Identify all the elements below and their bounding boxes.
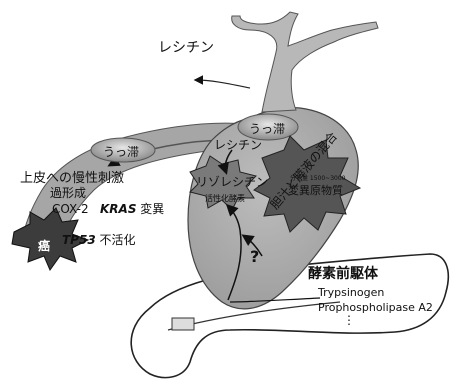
kras-gene: KRAS [100,202,136,216]
prophospholipase-label: Prophospholipase A2 [318,301,433,314]
tp53-label: TP53 不活化 [62,233,136,247]
activated-enzyme-label: 活性化酵素 [205,193,245,203]
lysolecithin-label: リゾレシチン [196,175,268,189]
trypsinogen-label: Trypsinogen [317,286,384,299]
list-ellipsis: ⋮ [343,313,355,327]
upper-flow-arrow [196,80,250,88]
cox2-label: COX-2 [52,202,89,216]
mutagen-label: 変異原物質 [288,183,343,197]
precursor-title: 酵素前駆体 [308,265,379,282]
stasis-right-label: うっ滞 [249,122,285,136]
cancer-label: 癌 [38,238,50,253]
tp53-suffix: 不活化 [96,233,136,247]
kras-label: KRAS 変異 [100,201,164,216]
lecithin-top-label: レシチン [158,40,214,56]
chronic-irritation-label: 上皮への慢性刺激 [20,170,124,186]
tp53-gene: TP53 [62,233,96,247]
lecithin-inner-label: レシチン [214,138,262,152]
stasis-left-label: うっ滞 [103,145,139,159]
kras-suffix: 変異 [136,201,164,216]
question-mark: ? [250,247,259,266]
hyperplasia-label: 過形成 [50,186,86,200]
hepatic-ducts [232,12,378,112]
mol-weight-label: 分子量 1500~3000 [290,174,346,182]
ampulla-connector [172,318,194,330]
